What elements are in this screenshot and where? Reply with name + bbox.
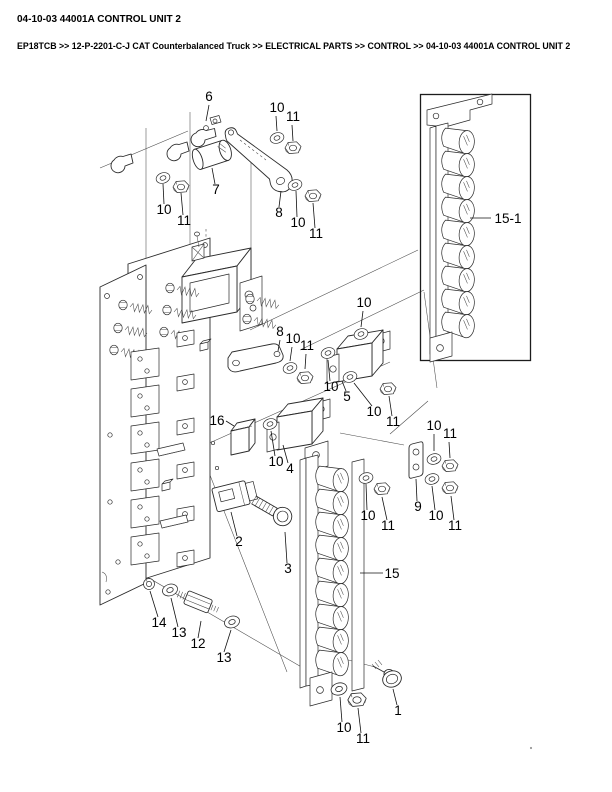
part-box-16 xyxy=(230,418,256,456)
callout-leader xyxy=(392,688,398,706)
callout-label-10: 10 xyxy=(356,295,371,310)
callout-label-11: 11 xyxy=(309,226,323,241)
part-bolt-3 xyxy=(251,495,293,527)
callout-leader xyxy=(291,124,294,142)
callout-label-1: 1 xyxy=(394,703,402,718)
page-artifact-dot xyxy=(529,746,533,750)
callout-leader xyxy=(149,590,159,618)
callout-label-10: 10 xyxy=(426,418,441,433)
part-bolt-1 xyxy=(371,659,402,688)
callout-label-10: 10 xyxy=(428,508,443,523)
callout-leader xyxy=(312,202,316,229)
callout-leader xyxy=(270,430,276,457)
busbars xyxy=(156,338,212,529)
callout-label-15: 15 xyxy=(384,566,399,581)
callout-leader xyxy=(225,420,235,427)
callout-label-11: 11 xyxy=(177,213,191,228)
callout-label-10: 10 xyxy=(269,100,284,115)
part-connector-2 xyxy=(211,480,258,513)
callout-leader xyxy=(223,629,232,653)
callout-label-10: 10 xyxy=(268,454,283,469)
callout-leader xyxy=(360,310,364,328)
part-strap-8b xyxy=(227,343,284,373)
callout-label-10: 10 xyxy=(360,508,375,523)
callout-label-8: 8 xyxy=(276,324,284,339)
callout-leader xyxy=(277,339,281,352)
callout-leader xyxy=(289,346,293,362)
callout-leader xyxy=(278,190,282,208)
capacitors-15 xyxy=(312,461,354,680)
callout-leader xyxy=(180,192,184,216)
callout-leader xyxy=(415,478,418,502)
part-box-15-1 xyxy=(419,93,532,363)
part-plate-9 xyxy=(408,441,424,479)
callout-label-11: 11 xyxy=(286,109,300,124)
callout-label-14: 14 xyxy=(151,615,167,630)
callout-leader xyxy=(357,707,362,734)
breadcrumb: EP18TCB >> 12-P-2201-C-J CAT Counterbala… xyxy=(17,41,571,51)
callout-label-12: 12 xyxy=(190,636,205,651)
callout-leader xyxy=(205,104,210,122)
part-contactor xyxy=(109,231,280,360)
callout-label-13: 13 xyxy=(216,650,231,665)
callout-leader xyxy=(381,496,388,521)
callout-leader xyxy=(388,395,393,417)
callout-leader xyxy=(197,620,202,639)
part-cylinder-7 xyxy=(191,139,232,170)
callout-leader xyxy=(341,380,347,392)
callout-label-11: 11 xyxy=(448,518,462,533)
callout-leader xyxy=(230,511,238,537)
callout-label-3: 3 xyxy=(284,561,292,576)
callout-label-11: 11 xyxy=(300,338,314,353)
callout-leader xyxy=(353,382,373,407)
callout-label-16: 16 xyxy=(209,413,224,428)
callout-leader xyxy=(365,483,368,511)
callout-leader xyxy=(282,444,289,464)
callout-leader xyxy=(284,531,288,564)
part-block-5 xyxy=(326,329,391,385)
callout-leader xyxy=(170,597,179,628)
callout-label-10: 10 xyxy=(336,720,351,735)
panel-component-strips xyxy=(130,329,212,568)
callout-leader xyxy=(162,183,165,205)
callout-leader xyxy=(275,115,278,132)
callout-label-11: 11 xyxy=(381,518,395,533)
callout-label-4: 4 xyxy=(286,461,294,476)
callout-leader xyxy=(448,441,451,459)
callout-label-10: 10 xyxy=(290,215,305,230)
callout-label-2: 2 xyxy=(235,534,243,549)
callout-label-13: 13 xyxy=(171,625,186,640)
callout-label-10: 10 xyxy=(285,331,300,346)
callout-label-8: 8 xyxy=(275,205,283,220)
callout-label-7: 7 xyxy=(212,182,220,197)
callout-leader xyxy=(304,353,307,370)
terminal-strip xyxy=(176,329,195,568)
callout-label-10: 10 xyxy=(156,202,171,217)
callout-leader xyxy=(431,485,436,511)
page-title: 04-10-03 44001A CONTROL UNIT 2 xyxy=(17,14,181,25)
part-clip-brackets xyxy=(110,141,190,174)
hardware-chain-12-13-14 xyxy=(143,578,242,631)
callout-label-9: 9 xyxy=(414,499,422,514)
callout-leader xyxy=(327,359,331,382)
callout-label-15-1: 15-1 xyxy=(494,211,521,226)
callout-label-11: 11 xyxy=(386,414,400,429)
callout-leader xyxy=(295,190,298,218)
callout-leader xyxy=(450,495,455,521)
callout-label-5: 5 xyxy=(343,389,351,404)
callout-label-10: 10 xyxy=(323,379,338,394)
callout-label-6: 6 xyxy=(205,89,213,104)
part-bracket-6 xyxy=(190,115,222,148)
part-capacitor-bank-15 xyxy=(299,440,391,707)
callout-label-11: 11 xyxy=(356,731,370,746)
callout-label-10: 10 xyxy=(366,404,381,419)
callout-label-11: 11 xyxy=(443,426,457,441)
callout-leader xyxy=(339,696,343,723)
callout-leader xyxy=(211,167,216,185)
hardware-right xyxy=(423,451,459,494)
